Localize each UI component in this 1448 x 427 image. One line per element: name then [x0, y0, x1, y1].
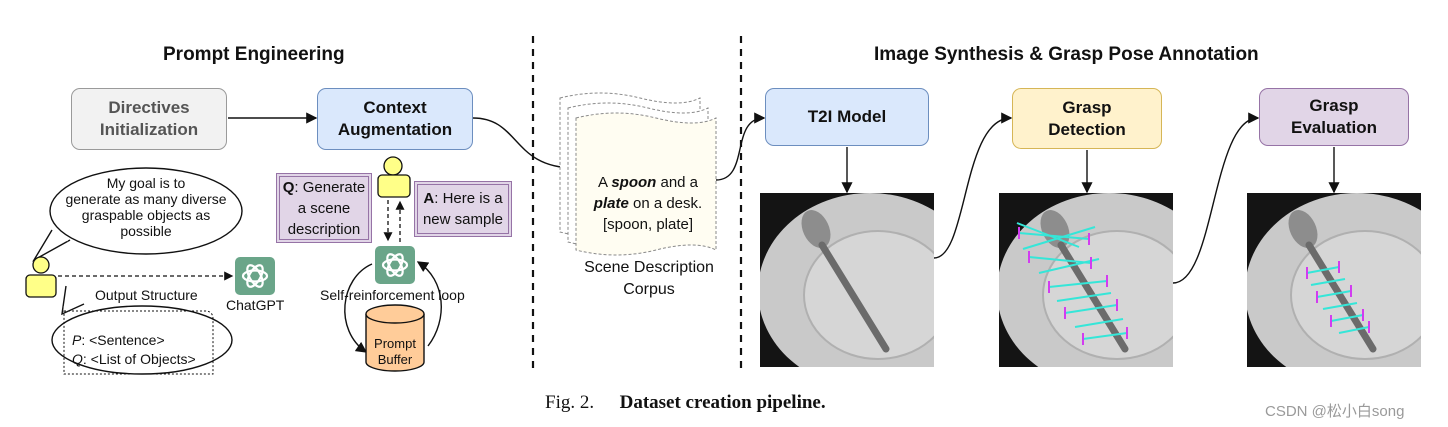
chatgpt-logo-icon-loop — [375, 246, 415, 284]
t2i-model-box: T2I Model — [765, 88, 929, 146]
p-key: P — [72, 332, 82, 348]
figure-caption: Fig. 2. Dataset creation pipeline. — [545, 392, 826, 414]
corpus-l1-em: spoon — [611, 174, 657, 191]
note-q-line-2: a scene — [297, 199, 351, 217]
person-icon-operator — [377, 156, 411, 198]
note-question: Q: Generate a scene description — [276, 173, 372, 243]
arrow-photo1-detection — [933, 112, 1013, 259]
goal-line-1: My goal is to — [106, 175, 186, 191]
output-structure-label: Output Structure — [95, 287, 198, 303]
output-field-q: Q: <List of Objects> — [72, 350, 196, 369]
speech-bubble-output — [61, 285, 85, 316]
directives-line-2: Initialization — [99, 120, 199, 139]
prompt-buffer-label: Prompt Buffer — [366, 336, 424, 368]
prompt-buffer-cylinder — [365, 304, 425, 372]
arrow-context-corpus — [472, 117, 577, 174]
corpus-l1-post: and a — [656, 174, 699, 191]
goal-line-4: possible — [120, 223, 172, 239]
p-value: : <Sentence> — [81, 332, 165, 348]
note-q-key: Q — [282, 178, 295, 196]
corpus-l2-post: on a desk. — [628, 195, 703, 212]
corpus-pages-icon — [559, 92, 717, 256]
context-line-2: Augmentation — [337, 120, 453, 139]
output-field-p: P: <Sentence> — [72, 331, 196, 350]
evaluation-line-1: Grasp — [1309, 96, 1359, 115]
q-key: Q — [72, 351, 83, 367]
note-q-line-3: description — [287, 220, 361, 238]
note-a-first-line: A: Here is a — [423, 188, 503, 209]
detection-line-2: Detection — [1048, 119, 1126, 139]
detection-line-1: Grasp — [1062, 97, 1112, 117]
person-icon-user — [25, 256, 57, 298]
section-title-image-synthesis: Image Synthesis & Grasp Pose Annotation — [874, 44, 1259, 65]
goal-line-2: generate as many diverse — [65, 191, 227, 207]
chatgpt-logo-icon — [235, 257, 275, 295]
output-paper-icon — [63, 310, 214, 375]
corpus-sample-text: A spoon and a plate on a desk. [spoon, p… — [580, 172, 716, 235]
caption-title: Dataset creation pipeline. — [619, 392, 826, 413]
corpus-line-1: A spoon and a — [580, 172, 716, 193]
loop-arc-right — [416, 261, 442, 347]
goal-bubble-text: My goal is to generate as many diverse g… — [52, 175, 240, 239]
corpus-l2-em: plate — [593, 195, 629, 212]
corpus-label-2: Corpus — [623, 281, 675, 298]
corpus-label: Scene Description Corpus — [565, 257, 733, 301]
note-q-rest: : Generate — [294, 178, 366, 196]
evaluation-line-2: Evaluation — [1291, 118, 1377, 137]
goal-line-3: graspable objects as — [81, 207, 211, 223]
t2i-label: T2I Model — [807, 107, 887, 126]
note-q-first-line: Q: Generate — [283, 177, 366, 198]
note-a-rest: : Here is a — [434, 190, 503, 207]
note-answer: A: Here is a new sample — [414, 181, 512, 237]
chatgpt-label: ChatGPT — [226, 297, 285, 313]
buffer-line-1: Prompt — [374, 336, 416, 351]
corpus-l1-pre: A — [597, 174, 612, 191]
photo-synthesized-image — [760, 193, 934, 367]
output-structure-fields: P: <Sentence> Q: <List of Objects> — [72, 331, 196, 369]
photo-grasp-evaluation — [1247, 193, 1421, 367]
note-a-line-2: new sample — [422, 211, 504, 228]
buffer-line-2: Buffer — [377, 352, 413, 367]
arrow-photo2-evaluation — [1172, 112, 1260, 284]
loop-arc-left — [344, 263, 373, 353]
section-title-prompt-engineering: Prompt Engineering — [163, 44, 345, 65]
caption-prefix: Fig. 2. — [545, 392, 595, 413]
corpus-label-1: Scene Description — [584, 259, 714, 276]
corpus-line-2: plate on a desk. — [580, 193, 716, 214]
note-a-key: A — [423, 190, 435, 207]
q-value: : <List of Objects> — [82, 351, 196, 367]
photo-grasp-detection — [999, 193, 1173, 367]
directives-line-1: Directives — [108, 98, 190, 117]
arrow-corpus-t2i — [715, 112, 766, 181]
csdn-watermark: CSDN @松小白song — [1265, 403, 1405, 420]
corpus-line-3: [spoon, plate] — [602, 216, 694, 233]
context-line-1: Context — [363, 98, 427, 117]
self-reinforcement-label: Self-reinforcement loop — [320, 287, 465, 303]
